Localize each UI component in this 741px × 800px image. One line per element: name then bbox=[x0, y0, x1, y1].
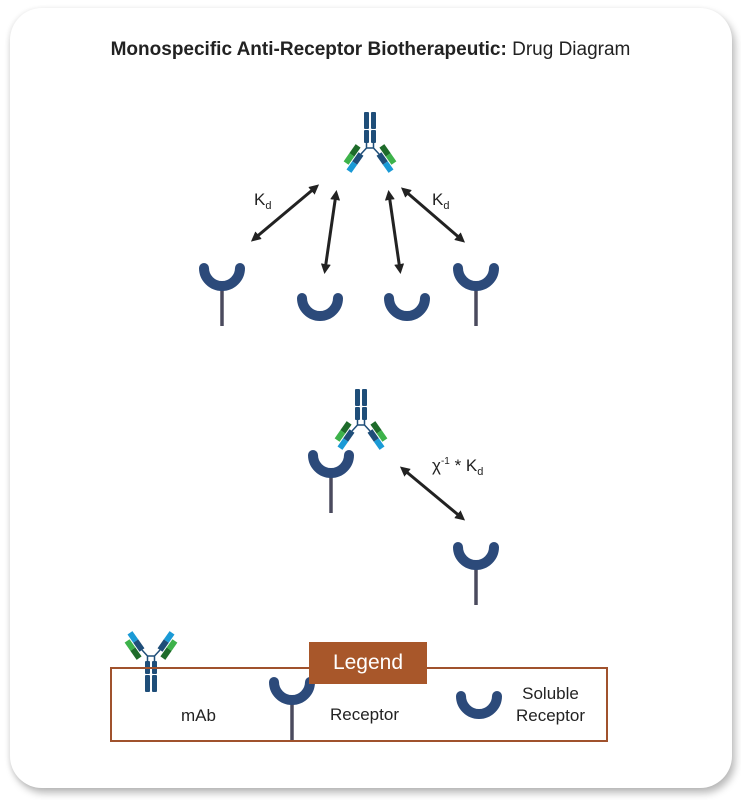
receptor-right bbox=[458, 268, 494, 326]
mab-top bbox=[340, 111, 400, 174]
arrow-chi-kd bbox=[399, 466, 466, 521]
legend-label-soluble-line1: Soluble bbox=[522, 684, 579, 703]
arrow-kd-right bbox=[400, 187, 466, 243]
chi-kd-label: χ-1 * Kd bbox=[432, 456, 483, 478]
legend-label-mab: mAb bbox=[181, 706, 216, 725]
arrow-soluble-left bbox=[320, 190, 341, 274]
receptor-left bbox=[204, 268, 240, 326]
kd-label-right: Kd bbox=[432, 190, 449, 212]
title-bold: Monospecific Anti-Receptor Biotherapeuti… bbox=[110, 39, 507, 60]
legend-title: Legend bbox=[309, 642, 427, 684]
kd-label-left: Kd bbox=[254, 190, 271, 212]
soluble-receptor-right bbox=[389, 298, 425, 316]
legend-label-soluble-line2: Receptor bbox=[516, 706, 585, 725]
legend-label-receptor: Receptor bbox=[330, 705, 399, 724]
title-regular: Drug Diagram bbox=[512, 39, 631, 60]
soluble-receptor-left bbox=[302, 298, 338, 316]
mab-bound bbox=[331, 388, 391, 451]
legend-label-soluble-receptor: Soluble Receptor bbox=[516, 683, 585, 727]
arrow-soluble-right bbox=[384, 190, 405, 274]
arrow-kd-left bbox=[250, 184, 320, 242]
receptor-bound bbox=[313, 455, 349, 513]
receptor-free bbox=[458, 547, 494, 605]
page-title: Monospecific Anti-Receptor Biotherapeuti… bbox=[0, 39, 741, 61]
